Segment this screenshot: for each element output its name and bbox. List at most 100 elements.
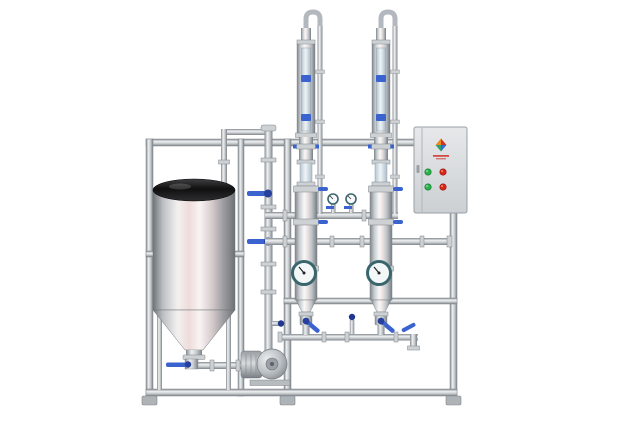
- float-marker: [376, 75, 386, 82]
- clamp-tab: [293, 144, 297, 149]
- lid-glint: [169, 183, 191, 190]
- logo-text-mark: [433, 155, 449, 157]
- indicator-light-green-2: [424, 183, 432, 191]
- branch-valve-knob: [277, 320, 285, 327]
- bottom-connector: [377, 325, 385, 335]
- return-pipe-horizontal: [221, 129, 267, 135]
- drain-clamps: [277, 331, 399, 343]
- clamp-tab: [315, 144, 319, 149]
- bottom-clamp: [298, 311, 314, 317]
- branch-stub: [272, 321, 280, 326]
- pump-base: [249, 379, 291, 386]
- clamp-fitting: [218, 159, 230, 165]
- brand-logo: [433, 138, 449, 160]
- tank-valve-hub: [184, 361, 192, 368]
- bottom-cone: [295, 299, 317, 313]
- clamp-handle: [318, 220, 328, 224]
- clamp-handle: [318, 187, 328, 191]
- panel-latch: [416, 165, 420, 173]
- pipe-end-cap: [260, 124, 277, 132]
- valve-handle: [247, 191, 266, 196]
- mini-valve-handle: [344, 206, 352, 209]
- clamp-fitting: [209, 359, 215, 372]
- top-u-bend: [303, 9, 323, 30]
- clamp-handle: [393, 220, 403, 224]
- feed-tank: [152, 178, 236, 390]
- valve-handle: [247, 239, 266, 244]
- gauge-hub: [302, 271, 306, 275]
- drain-valve-handle: [401, 322, 416, 333]
- sample-valve-knob: [348, 313, 356, 321]
- clamp-band: [293, 218, 319, 226]
- tank-leg: [226, 280, 231, 390]
- bottom-valve-handle: [380, 320, 395, 333]
- float-marker: [301, 75, 311, 82]
- logo-quadrant: [441, 138, 447, 145]
- membrane-column-2: [366, 9, 403, 335]
- indicator-lights: [424, 168, 447, 191]
- tank-cone: [152, 309, 236, 351]
- bottom-valve-hub: [377, 317, 385, 325]
- riser-clamps: [260, 157, 277, 295]
- float-marker: [301, 114, 311, 121]
- frame-bottom-rail: [145, 388, 458, 397]
- tank-return-line: [218, 129, 267, 186]
- tank-leg: [157, 280, 162, 390]
- indicator-light-green-1: [424, 168, 432, 176]
- sight-tube: [301, 47, 311, 132]
- float-marker: [376, 114, 386, 121]
- manifold-2: [265, 238, 451, 245]
- indicator-light-red-2: [439, 183, 447, 191]
- tank-valve-handle: [166, 362, 187, 367]
- bottom-cone: [370, 299, 392, 313]
- manifold-end-cap: [446, 235, 453, 248]
- tank-outlet-stub: [186, 350, 202, 356]
- tank-lid: [152, 178, 236, 202]
- mini-valve-handle: [326, 206, 334, 209]
- column-neck: [376, 28, 386, 41]
- tank-body: [152, 189, 236, 311]
- manifold-instrument-cluster: [326, 193, 357, 213]
- clamp-handle: [393, 187, 403, 191]
- foot-pad: [279, 395, 296, 406]
- sight-glass: [374, 162, 388, 184]
- pump-shaft-bolt: [270, 362, 274, 366]
- logo-quadrant: [441, 145, 447, 152]
- clamp-tab: [368, 144, 372, 149]
- manifold-clamps: [282, 209, 425, 248]
- membrane-column-1: [291, 9, 328, 335]
- downcomer-clamps: [390, 69, 400, 179]
- manifold-1: [265, 212, 398, 219]
- downcomer-clamps: [315, 69, 325, 179]
- return-pipe-vertical: [221, 129, 227, 186]
- logo-quadrant: [435, 145, 441, 152]
- logo-quadrant: [435, 138, 441, 145]
- flange: [295, 132, 317, 138]
- indicator-light-red-1: [439, 168, 447, 176]
- control-panel: [413, 126, 468, 214]
- foot-pad: [445, 395, 462, 406]
- bottom-valve-handle: [305, 320, 320, 333]
- sight-tube: [376, 47, 386, 132]
- bottom-connector: [302, 325, 310, 335]
- logo-text-mark: [436, 158, 446, 160]
- gauge-hub: [377, 271, 381, 275]
- flange: [370, 132, 392, 138]
- drain-elbow: [410, 334, 417, 347]
- clamp-coupling: [296, 143, 316, 150]
- column-neck: [301, 28, 311, 41]
- sample-stub: [349, 320, 355, 334]
- bottom-valve-hub: [302, 317, 310, 325]
- frame-feet: [141, 395, 462, 406]
- clamp-coupling: [371, 143, 391, 150]
- bottom-clamp: [373, 311, 389, 317]
- drain-outlet-flange: [407, 345, 420, 351]
- upper-manifolds: [265, 209, 453, 248]
- clamp-band: [368, 218, 394, 226]
- clamp-fitting: [235, 359, 241, 372]
- top-u-bend: [378, 9, 398, 30]
- centrifugal-pump: [240, 348, 291, 386]
- sight-glass: [299, 162, 313, 184]
